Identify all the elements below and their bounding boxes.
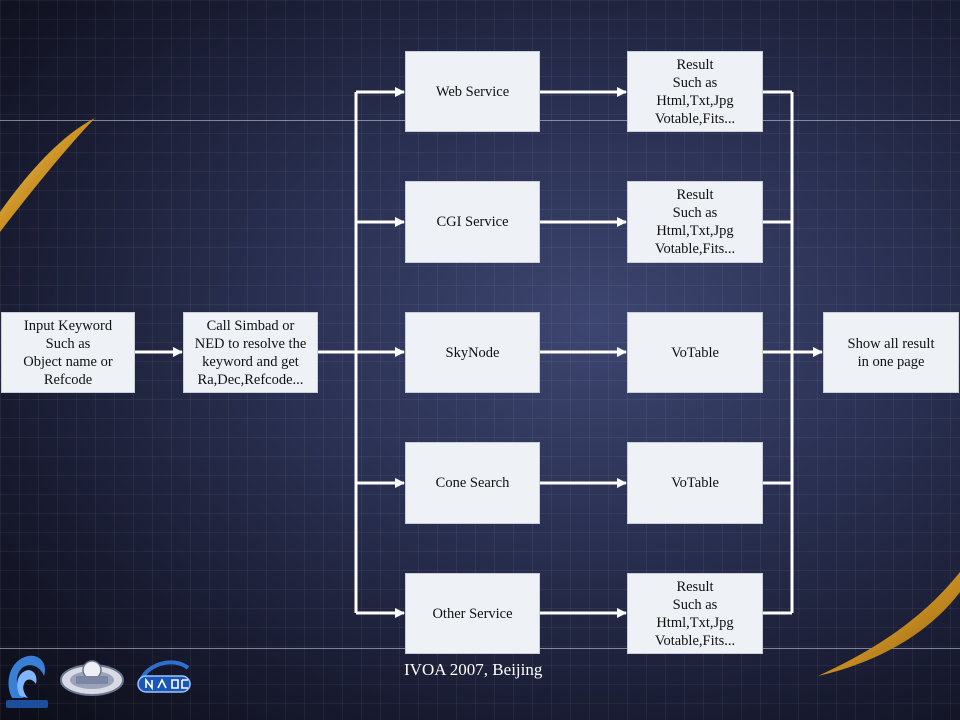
result-skynode-box: VoTable <box>627 312 763 393</box>
result-cone-box: VoTable <box>627 442 763 524</box>
show-all-results-box: Show all result in one page <box>823 312 959 393</box>
result-other-label: Result Such as Html,Txt,Jpg Votable,Fits… <box>654 578 736 649</box>
resolve-box: Call Simbad or NED to resolve the keywor… <box>183 312 318 393</box>
footer-caption: IVOA 2007, Beijing <box>404 660 543 679</box>
result-cgi-label: Result Such as Html,Txt,Jpg Votable,Fits… <box>654 187 736 257</box>
result-skynode-label: VoTable <box>671 344 719 361</box>
cgi-service-label: CGI Service <box>436 214 509 230</box>
web-service-box: Web Service <box>405 51 540 132</box>
other-service-label: Other Service <box>432 605 513 622</box>
other-service-box: Other Service <box>405 573 540 654</box>
result-web-label: Result Such as Html,Txt,Jpg Votable,Fits… <box>654 56 736 127</box>
china-vo-logo <box>4 650 50 710</box>
result-cone-label: VoTable <box>671 475 719 491</box>
skynode-label: SkyNode <box>445 344 500 361</box>
cone-search-label: Cone Search <box>435 475 510 491</box>
cone-search-box: Cone Search <box>405 442 540 524</box>
skynode-box: SkyNode <box>405 312 540 393</box>
resolve-label: Call Simbad or NED to resolve the keywor… <box>194 317 307 388</box>
ivoa-logo <box>58 656 126 698</box>
input-keyword-label: Input Keyword Such as Object name or Ref… <box>23 317 113 388</box>
show-all-results-label: Show all result in one page <box>847 335 935 370</box>
result-web-box: Result Such as Html,Txt,Jpg Votable,Fits… <box>627 51 763 132</box>
input-keyword-box: Input Keyword Such as Object name or Ref… <box>1 312 135 393</box>
web-service-label: Web Service <box>435 83 510 100</box>
cgi-service-box: CGI Service <box>405 181 540 263</box>
naoc-logo <box>134 654 194 700</box>
result-cgi-box: Result Such as Html,Txt,Jpg Votable,Fits… <box>627 181 763 263</box>
result-other-box: Result Such as Html,Txt,Jpg Votable,Fits… <box>627 573 763 654</box>
